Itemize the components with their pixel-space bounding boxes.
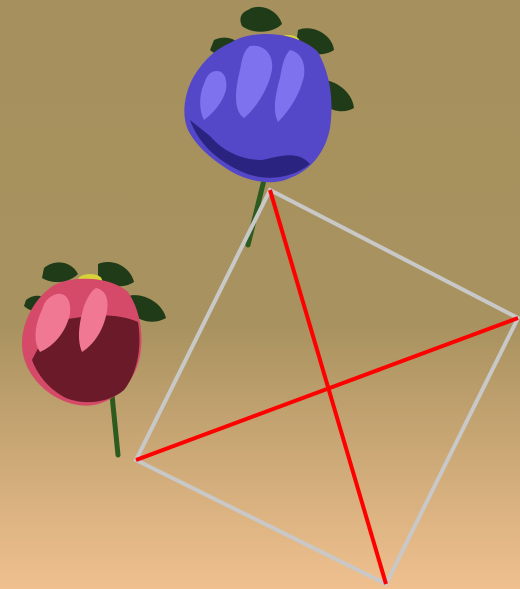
pink-flower-stem	[112, 395, 118, 455]
blue-flower-stem	[248, 180, 264, 245]
blue-flower[interactable]	[184, 7, 354, 245]
quad-diagonal-horizontal[interactable]	[136, 318, 518, 460]
quadrilateral[interactable]	[136, 190, 518, 584]
pink-flower[interactable]	[22, 262, 166, 455]
